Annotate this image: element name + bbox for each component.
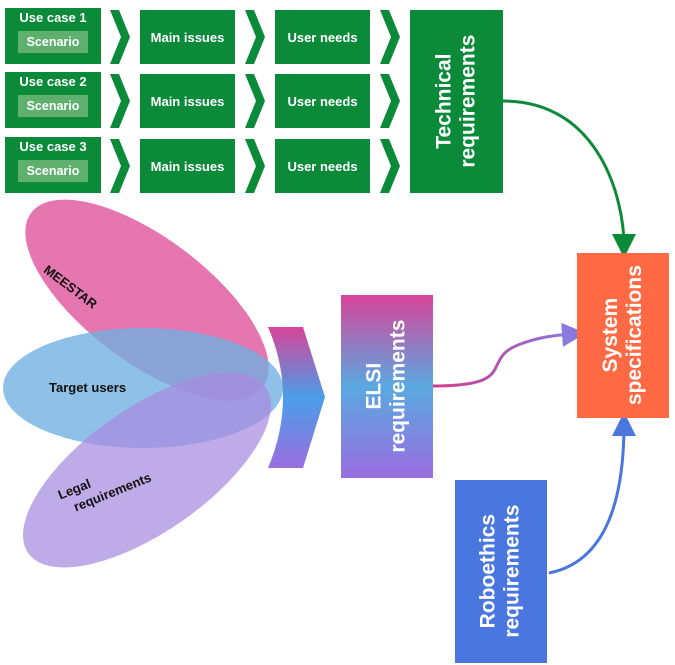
chevrons bbox=[110, 10, 400, 193]
chevron-arrow-icon bbox=[245, 139, 265, 193]
elsi-requirements-box: ELSI requirements bbox=[341, 295, 433, 478]
technical-requirements-box: Technical requirements bbox=[410, 10, 503, 193]
roboethics-line1: Roboethics bbox=[476, 514, 500, 629]
use-case-1-label: Use case 1 bbox=[19, 10, 87, 25]
technical-line2: requirements bbox=[456, 34, 480, 169]
chevron-arrow-icon bbox=[380, 139, 400, 193]
roboethics-to-system-arrow bbox=[548, 412, 636, 575]
main-issues-1: Main issues bbox=[140, 10, 235, 64]
chevron-arrow-icon bbox=[245, 74, 265, 128]
use-case-3-box: Use case 3 Scenario bbox=[5, 137, 101, 193]
technical-to-system-arrow bbox=[502, 99, 636, 258]
use-case-2-box: Use case 2 Scenario bbox=[5, 72, 101, 128]
main-issues-3: Main issues bbox=[140, 139, 235, 193]
chevron-arrow-icon bbox=[380, 74, 400, 128]
main-issues-2: Main issues bbox=[140, 74, 235, 128]
scenario-2-label: Scenario bbox=[18, 95, 88, 117]
use-case-3-label: Use case 3 bbox=[19, 139, 87, 154]
roboethics-requirements-box: Roboethics requirements bbox=[455, 480, 547, 663]
legal-requirements-ellipse bbox=[23, 372, 271, 568]
chevron-arrow-icon bbox=[110, 74, 130, 128]
elsi-line1: ELSI bbox=[362, 363, 386, 410]
merge-arrow-icon bbox=[268, 327, 325, 468]
technical-line1: Technical bbox=[432, 53, 456, 150]
chevron-arrow-icon bbox=[245, 10, 265, 64]
chevron-arrow-icon bbox=[380, 10, 400, 64]
system-line1: System bbox=[598, 298, 622, 373]
roboethics-line2: requirements bbox=[501, 504, 525, 639]
user-needs-2: User needs bbox=[275, 74, 370, 128]
system-line2: specifications bbox=[623, 265, 646, 406]
system-specifications-box: System specifications bbox=[577, 253, 669, 418]
scenario-1-label: Scenario bbox=[18, 31, 88, 53]
elsi-line2: requirements bbox=[387, 319, 411, 454]
user-needs-3: User needs bbox=[275, 139, 370, 193]
chevron-arrow-icon bbox=[110, 139, 130, 193]
scenario-3-label: Scenario bbox=[18, 160, 88, 182]
use-case-2-label: Use case 2 bbox=[19, 74, 87, 89]
elsi-to-system-arrow bbox=[432, 322, 586, 388]
target-users-label: Target users bbox=[49, 380, 127, 395]
use-case-1-box: Use case 1 Scenario bbox=[5, 8, 101, 64]
chevron-arrow-icon bbox=[110, 10, 130, 64]
user-needs-1: User needs bbox=[275, 10, 370, 64]
